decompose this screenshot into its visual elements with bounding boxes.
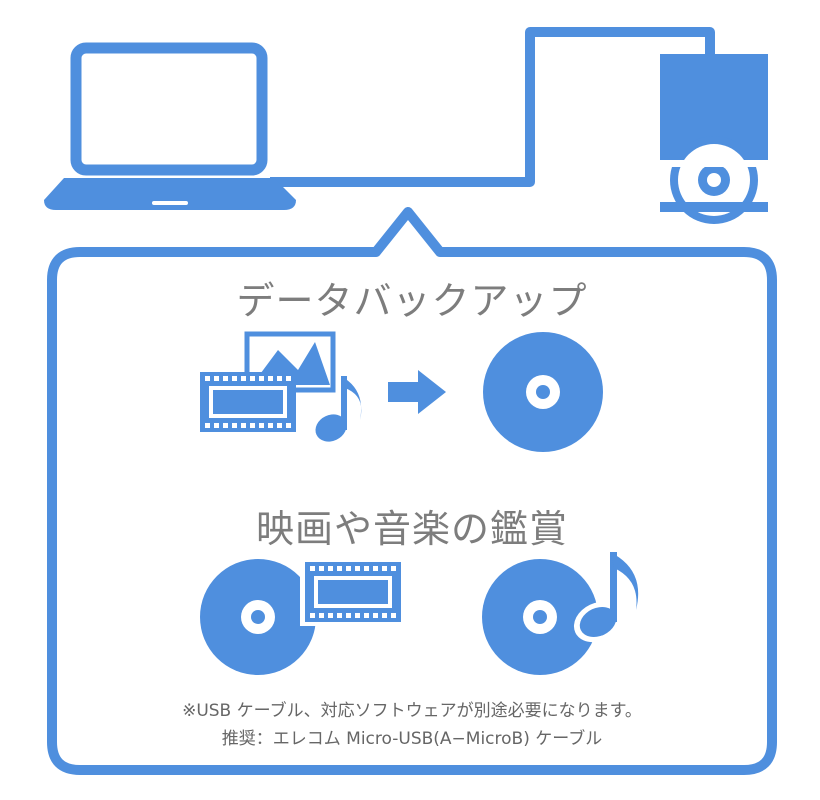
- section-heading-viewing: 映画や音楽の鑑賞: [255, 507, 568, 551]
- film-strip-icon: [300, 558, 406, 626]
- note-recommended-cable: 推奨：エレコム Micro-USB(A−MicroB) ケーブル: [221, 729, 603, 749]
- callout-box: [47, 207, 777, 775]
- section-heading-backup: データバックアップ: [236, 279, 588, 323]
- disc-icon: [200, 559, 316, 675]
- disc-icon: [482, 559, 598, 675]
- optical-drive-icon: [660, 54, 768, 224]
- music-note-icon: [573, 552, 639, 643]
- usb-cable: [270, 27, 715, 187]
- music-note-icon: [315, 376, 362, 442]
- film-strip-icon: [200, 372, 296, 432]
- disc-icon: [483, 332, 603, 452]
- note-requirements: ※USB ケーブル、対応ソフトウェアが別途必要になります。: [182, 701, 642, 721]
- arrow-right-icon: [388, 370, 446, 414]
- laptop-icon: [44, 42, 296, 210]
